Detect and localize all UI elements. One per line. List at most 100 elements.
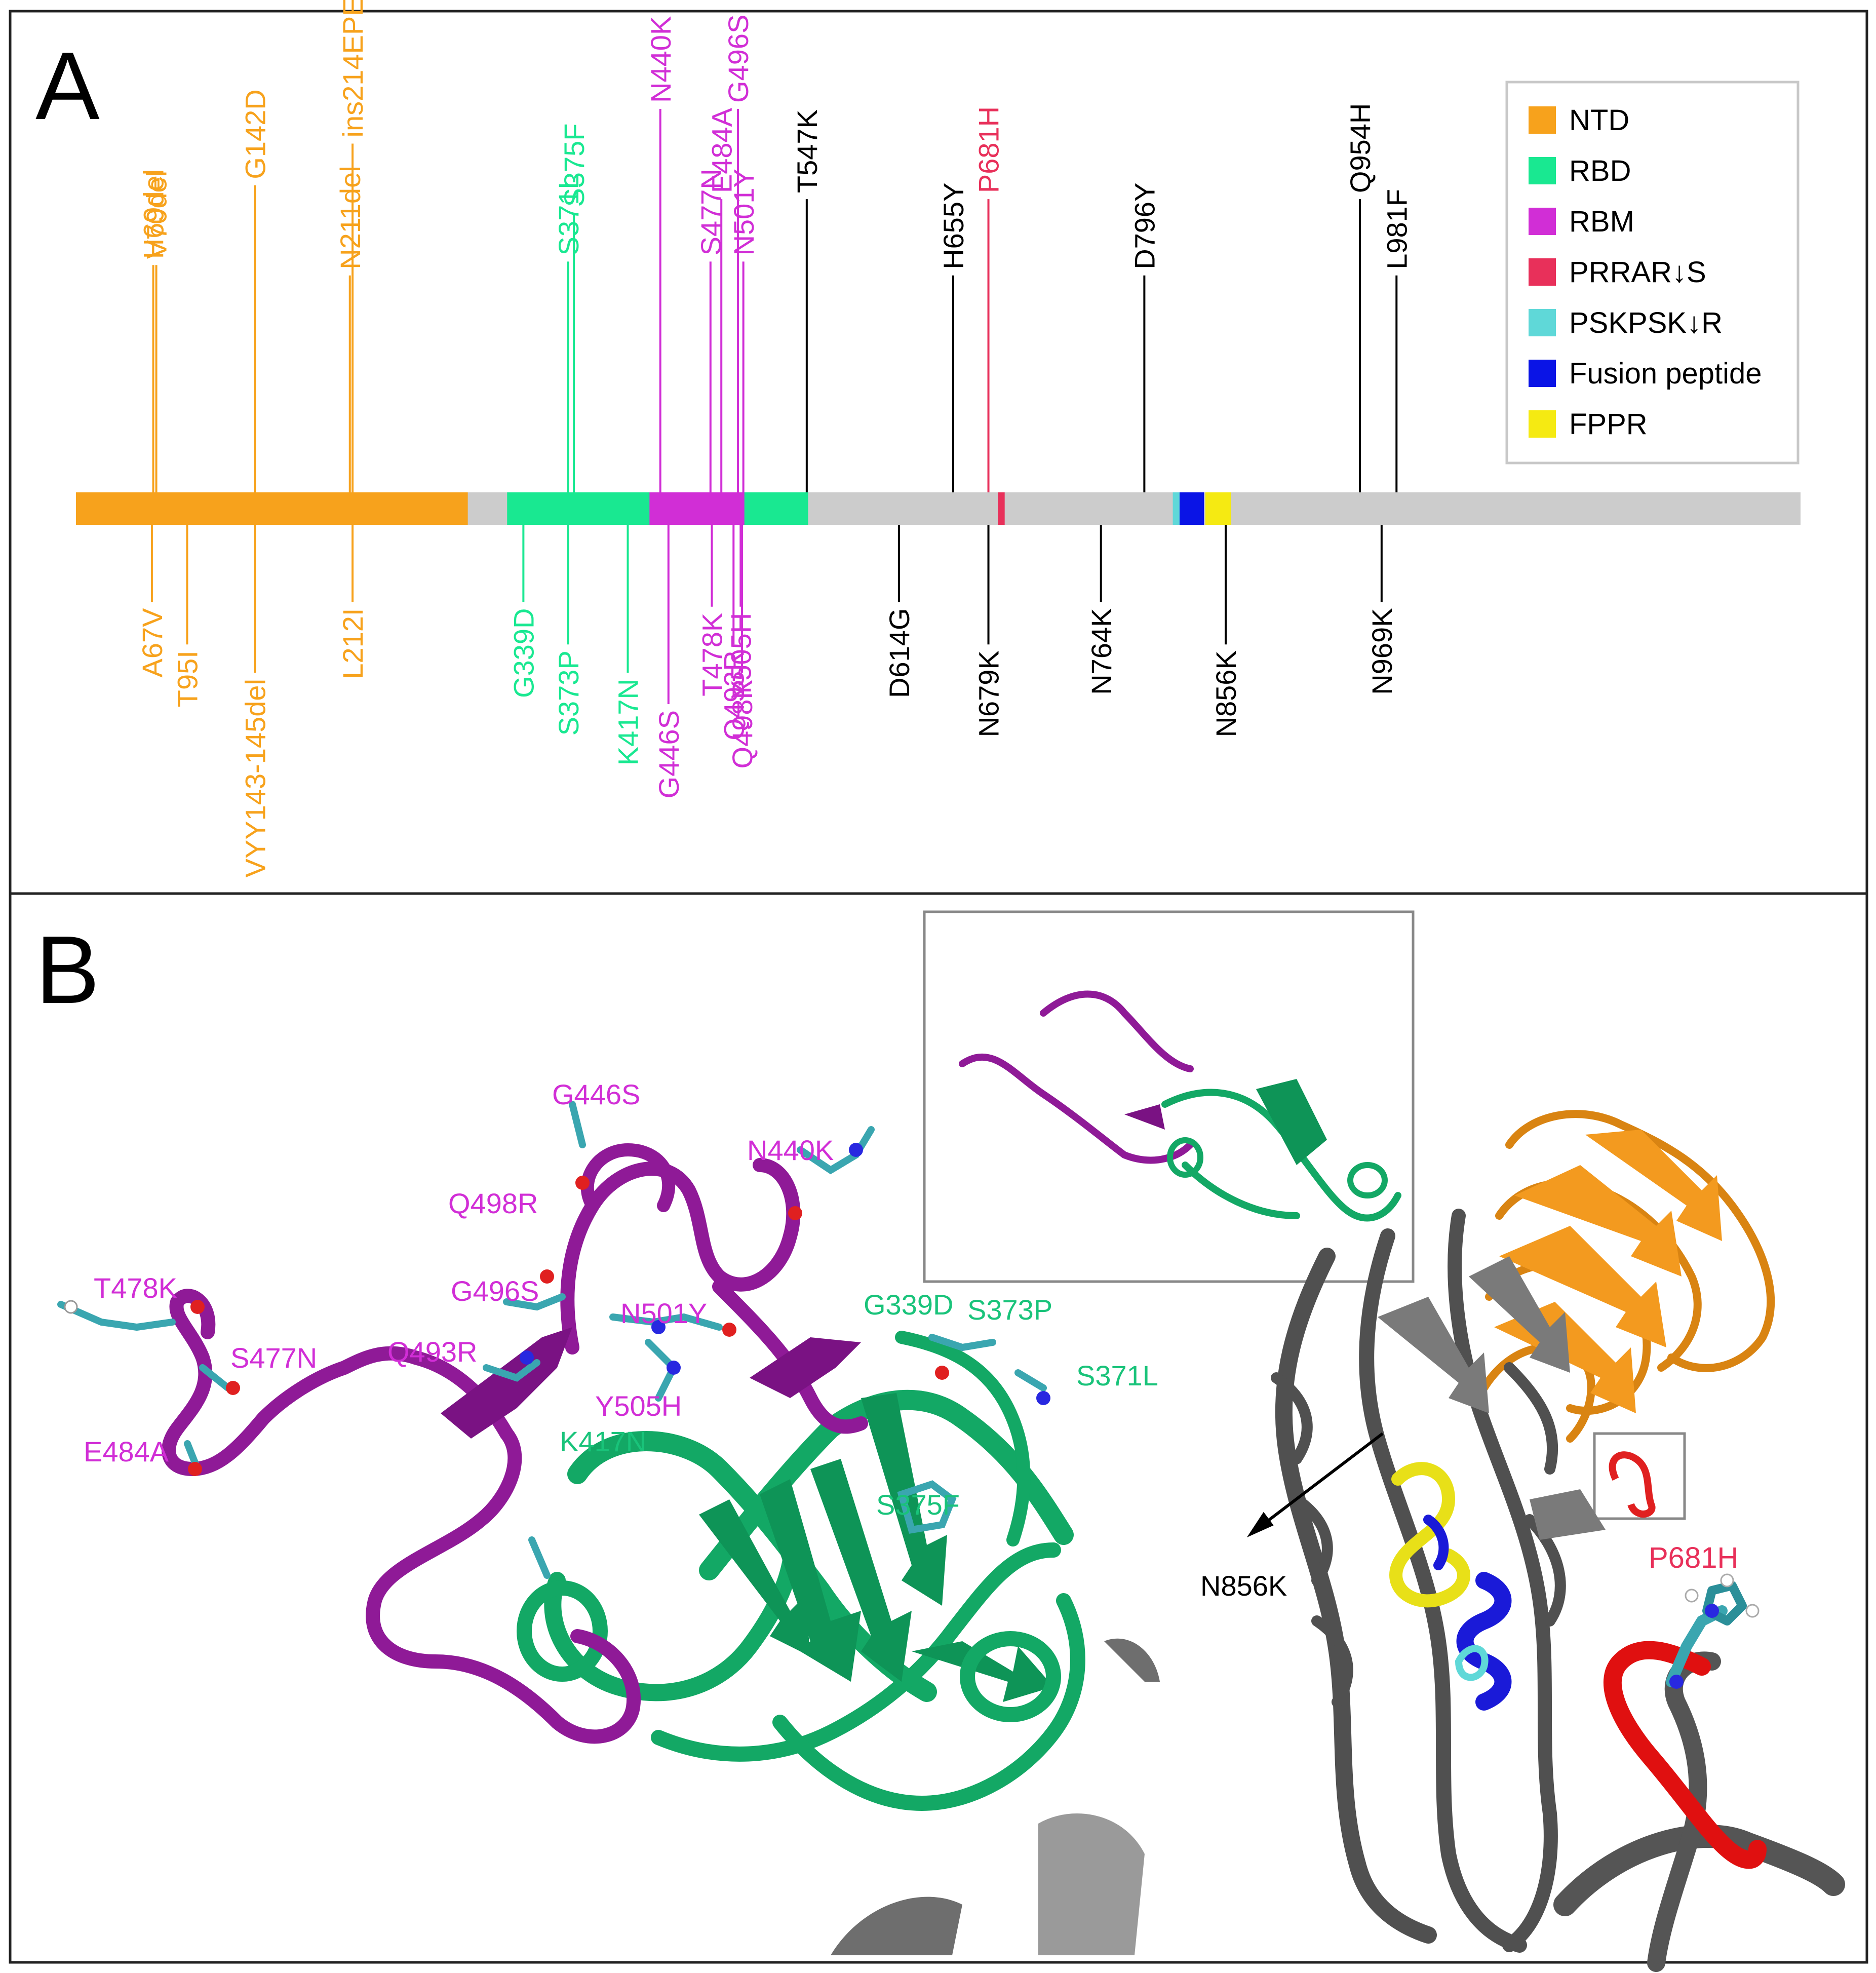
mutation-n440k: N440K [645, 16, 677, 492]
mutation-label: N764K [1085, 608, 1117, 695]
legend-item-fusion-peptide: Fusion peptide [1529, 357, 1762, 390]
mutation-v70del: V70del [141, 171, 173, 492]
fusion-peptide-helix [1423, 1515, 1512, 1711]
mutation-h655y: H655Y [937, 183, 969, 492]
label-g446s: G446S [552, 1078, 640, 1110]
mutation-n764k: N764K [1085, 525, 1117, 695]
legend-swatch [1529, 258, 1556, 286]
mutation-label: G496S [722, 15, 754, 103]
mutation-l212i: L212I [337, 525, 369, 679]
mutation-t547k: T547K [791, 109, 823, 492]
mutation-g142d: G142D [240, 89, 271, 492]
side-chain-atoms [64, 1143, 1050, 1476]
mutation-label: H655Y [937, 183, 969, 269]
mutation-n856k: N856K [1210, 525, 1242, 737]
mutation-label: Q954H [1344, 103, 1376, 193]
panel-b-label: B [35, 916, 100, 1024]
mutation-n679k: N679K [973, 525, 1005, 737]
label-k417n: K417N [560, 1425, 646, 1457]
label-y505h: Y505H [595, 1390, 682, 1422]
zoom-rbd [959, 990, 1401, 1222]
label-e484a: E484A [84, 1436, 169, 1467]
label-g496s: G496S [451, 1275, 539, 1307]
legend-item-rbm: RBM [1529, 205, 1634, 238]
label-q493r: Q493R [387, 1336, 477, 1368]
legend-swatch [1529, 360, 1556, 387]
domain-pskpsk-r [1172, 492, 1180, 525]
zoom-p681-loop [1609, 1451, 1656, 1518]
mutation-g339d: G339D [508, 525, 540, 698]
legend-swatch [1529, 208, 1556, 235]
mutation-label: Q493R [718, 650, 750, 740]
mutation-n211del: N211del [334, 166, 366, 492]
mutation-label: D614G [883, 608, 915, 698]
n856k-arrow [1246, 1432, 1384, 1537]
legend-label: RBM [1569, 205, 1634, 238]
mutation-label: N211del [334, 166, 366, 269]
mutation-a67v: A67V [136, 525, 168, 678]
mutation-label: S371L [553, 173, 584, 255]
mutation-g496s: G496S [722, 15, 754, 492]
mutation-label: K417N [612, 679, 644, 765]
rbd-zoom-box [923, 910, 1415, 1283]
mutation-label: T95I [172, 650, 204, 707]
label-n440k: N440K [747, 1134, 834, 1166]
mutation-q498r: Q498R [726, 525, 758, 768]
mutation-label: N440K [645, 16, 677, 103]
mutation-l981f: L981F [1381, 189, 1413, 492]
label-g339d: G339D [864, 1289, 953, 1321]
mutation-t95i: T95I [172, 525, 204, 707]
mutation-label: D796Y [1129, 183, 1161, 269]
p681h-atoms [1669, 1573, 1760, 1689]
mutation-label: G446S [653, 710, 685, 798]
legend-swatch [1529, 309, 1556, 336]
legend: NTD RBD RBM PRRAR↓S PSKPSK↓R Fusion peptideFP… [1505, 81, 1800, 465]
legend-item-fppr: FPPR [1529, 408, 1648, 441]
rbm-sheet [441, 1327, 572, 1439]
legend-item-rbd: RBD [1529, 154, 1631, 187]
mutation-label: P681H [973, 106, 1005, 193]
mutation-label: H69del [138, 169, 170, 259]
mutation-label: S375F [558, 124, 590, 207]
legend-label: NTD [1569, 104, 1629, 137]
gray-stubs [831, 1638, 1160, 1955]
mutation-label: N856K [1210, 650, 1242, 737]
mutation-q493r: Q493R [718, 525, 750, 741]
panel-a-label: A [35, 32, 100, 140]
mutation-s373p: S373P [553, 525, 584, 736]
label-n501y: N501Y [620, 1297, 707, 1329]
domain-rbm [649, 492, 745, 525]
mutation-label: G339D [508, 608, 540, 698]
domain-bar [76, 492, 1801, 525]
p681-zoom-box [1593, 1432, 1686, 1520]
legend-item-pskpsk-r: PSKPSK↓R [1529, 306, 1723, 339]
mutation-label: N679K [973, 650, 1005, 737]
mutation-vyy143-145del: VYY143-145del [240, 525, 271, 877]
mutation-label: VYY143-145del [240, 679, 271, 877]
s2-gray-light [1378, 1256, 1606, 1540]
label-q498r: Q498R [448, 1187, 538, 1219]
s2-stalk [1271, 1209, 1566, 1953]
structure-illustration [57, 910, 1845, 1972]
domain-fusion-peptide [1179, 492, 1204, 525]
domain-prrar-s [998, 492, 1005, 525]
legend-label: PRRAR↓S [1569, 256, 1706, 289]
legend-label: Fusion peptide [1569, 357, 1762, 390]
domain-ntd [76, 492, 468, 525]
mutation-g446s: G446S [653, 525, 685, 798]
mutation-label: ins214EPE [337, 0, 369, 138]
legend-item-ntd: NTD [1529, 104, 1629, 137]
mutation-label: A67V [136, 608, 168, 678]
label-s373p: S373P [967, 1294, 1052, 1326]
mutation-label: Q498R [726, 679, 758, 768]
legend-swatch [1529, 157, 1556, 184]
label-p681h: P681H [1649, 1541, 1738, 1574]
mutation-d614g: D614G [883, 525, 915, 698]
mutation-q954h: Q954H [1344, 103, 1376, 492]
mutation-label: V70del [141, 171, 173, 259]
mutation-n969k: N969K [1366, 525, 1398, 695]
label-s371l: S371L [1076, 1360, 1158, 1391]
fppr-ribbon [1389, 1462, 1470, 1608]
